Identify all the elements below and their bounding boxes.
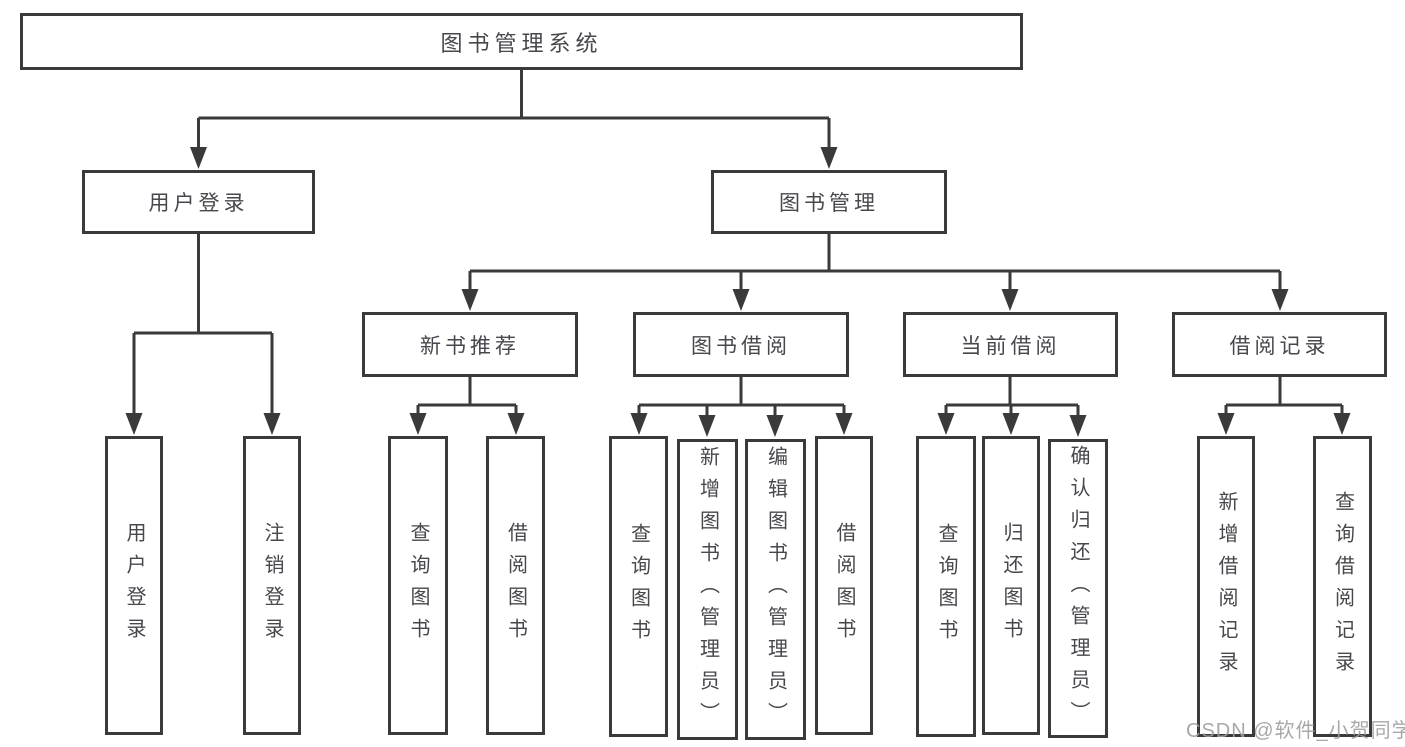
- leaf-add-borrow-record: 新增借阅记录: [1197, 436, 1255, 737]
- node-label: 新增图书（管理员）: [696, 445, 719, 734]
- node-label: 确认归还（管理员）: [1067, 444, 1089, 733]
- node-book-borrowing: 图书借阅: [633, 312, 849, 377]
- node-label: 用户登录: [148, 192, 249, 215]
- leaf-add-books-admin: 新增图书（管理员）: [677, 439, 738, 740]
- leaf-query-books: 查询图书: [916, 436, 976, 737]
- node-label: 图书借阅: [691, 334, 791, 358]
- node-label: 注销登录: [261, 521, 283, 650]
- node-library-management-system: 图书管理系统: [20, 13, 1023, 70]
- leaf-user-login: 用户登录: [105, 436, 163, 735]
- node-label: 新增借阅记录: [1215, 490, 1237, 683]
- leaf-borrow-books: 借阅图书: [486, 436, 545, 735]
- node-label: 图书管理: [779, 192, 879, 215]
- csdn-watermark: CSDN @软件_小贺同学: [1186, 720, 1405, 742]
- node-label: 查询图书: [627, 522, 650, 651]
- node-new-book-recommendation: 新书推荐: [362, 312, 578, 377]
- node-label: 借阅图书: [504, 521, 527, 650]
- leaf-query-books: 查询图书: [609, 436, 668, 737]
- node-current-borrowing: 当前借阅: [903, 312, 1118, 377]
- leaf-query-borrow-record: 查询借阅记录: [1313, 436, 1372, 737]
- node-label: 借阅图书: [833, 521, 855, 650]
- node-label: 编辑图书（管理员）: [764, 445, 787, 734]
- node-label: 图书管理系统: [440, 30, 603, 56]
- node-label: 查询图书: [935, 522, 957, 651]
- node-label: 新书推荐: [420, 334, 520, 358]
- leaf-return-books: 归还图书: [982, 436, 1040, 735]
- leaf-borrow-books: 借阅图书: [815, 436, 873, 735]
- node-borrowing-records: 借阅记录: [1172, 312, 1387, 377]
- leaf-edit-books-admin: 编辑图书（管理员）: [745, 439, 806, 740]
- node-label: 当前借阅: [960, 334, 1061, 358]
- node-label: 借阅记录: [1229, 334, 1330, 358]
- node-label: 归还图书: [1000, 521, 1022, 650]
- leaf-query-books: 查询图书: [388, 436, 448, 735]
- node-book-management: 图书管理: [711, 170, 947, 234]
- leaf-confirm-return-admin: 确认归还（管理员）: [1048, 439, 1108, 738]
- node-user-login: 用户登录: [82, 170, 315, 234]
- node-label: 用户登录: [123, 521, 145, 650]
- node-label: 查询图书: [407, 521, 429, 650]
- node-label: 查询借阅记录: [1331, 490, 1354, 683]
- leaf-logout: 注销登录: [243, 436, 301, 735]
